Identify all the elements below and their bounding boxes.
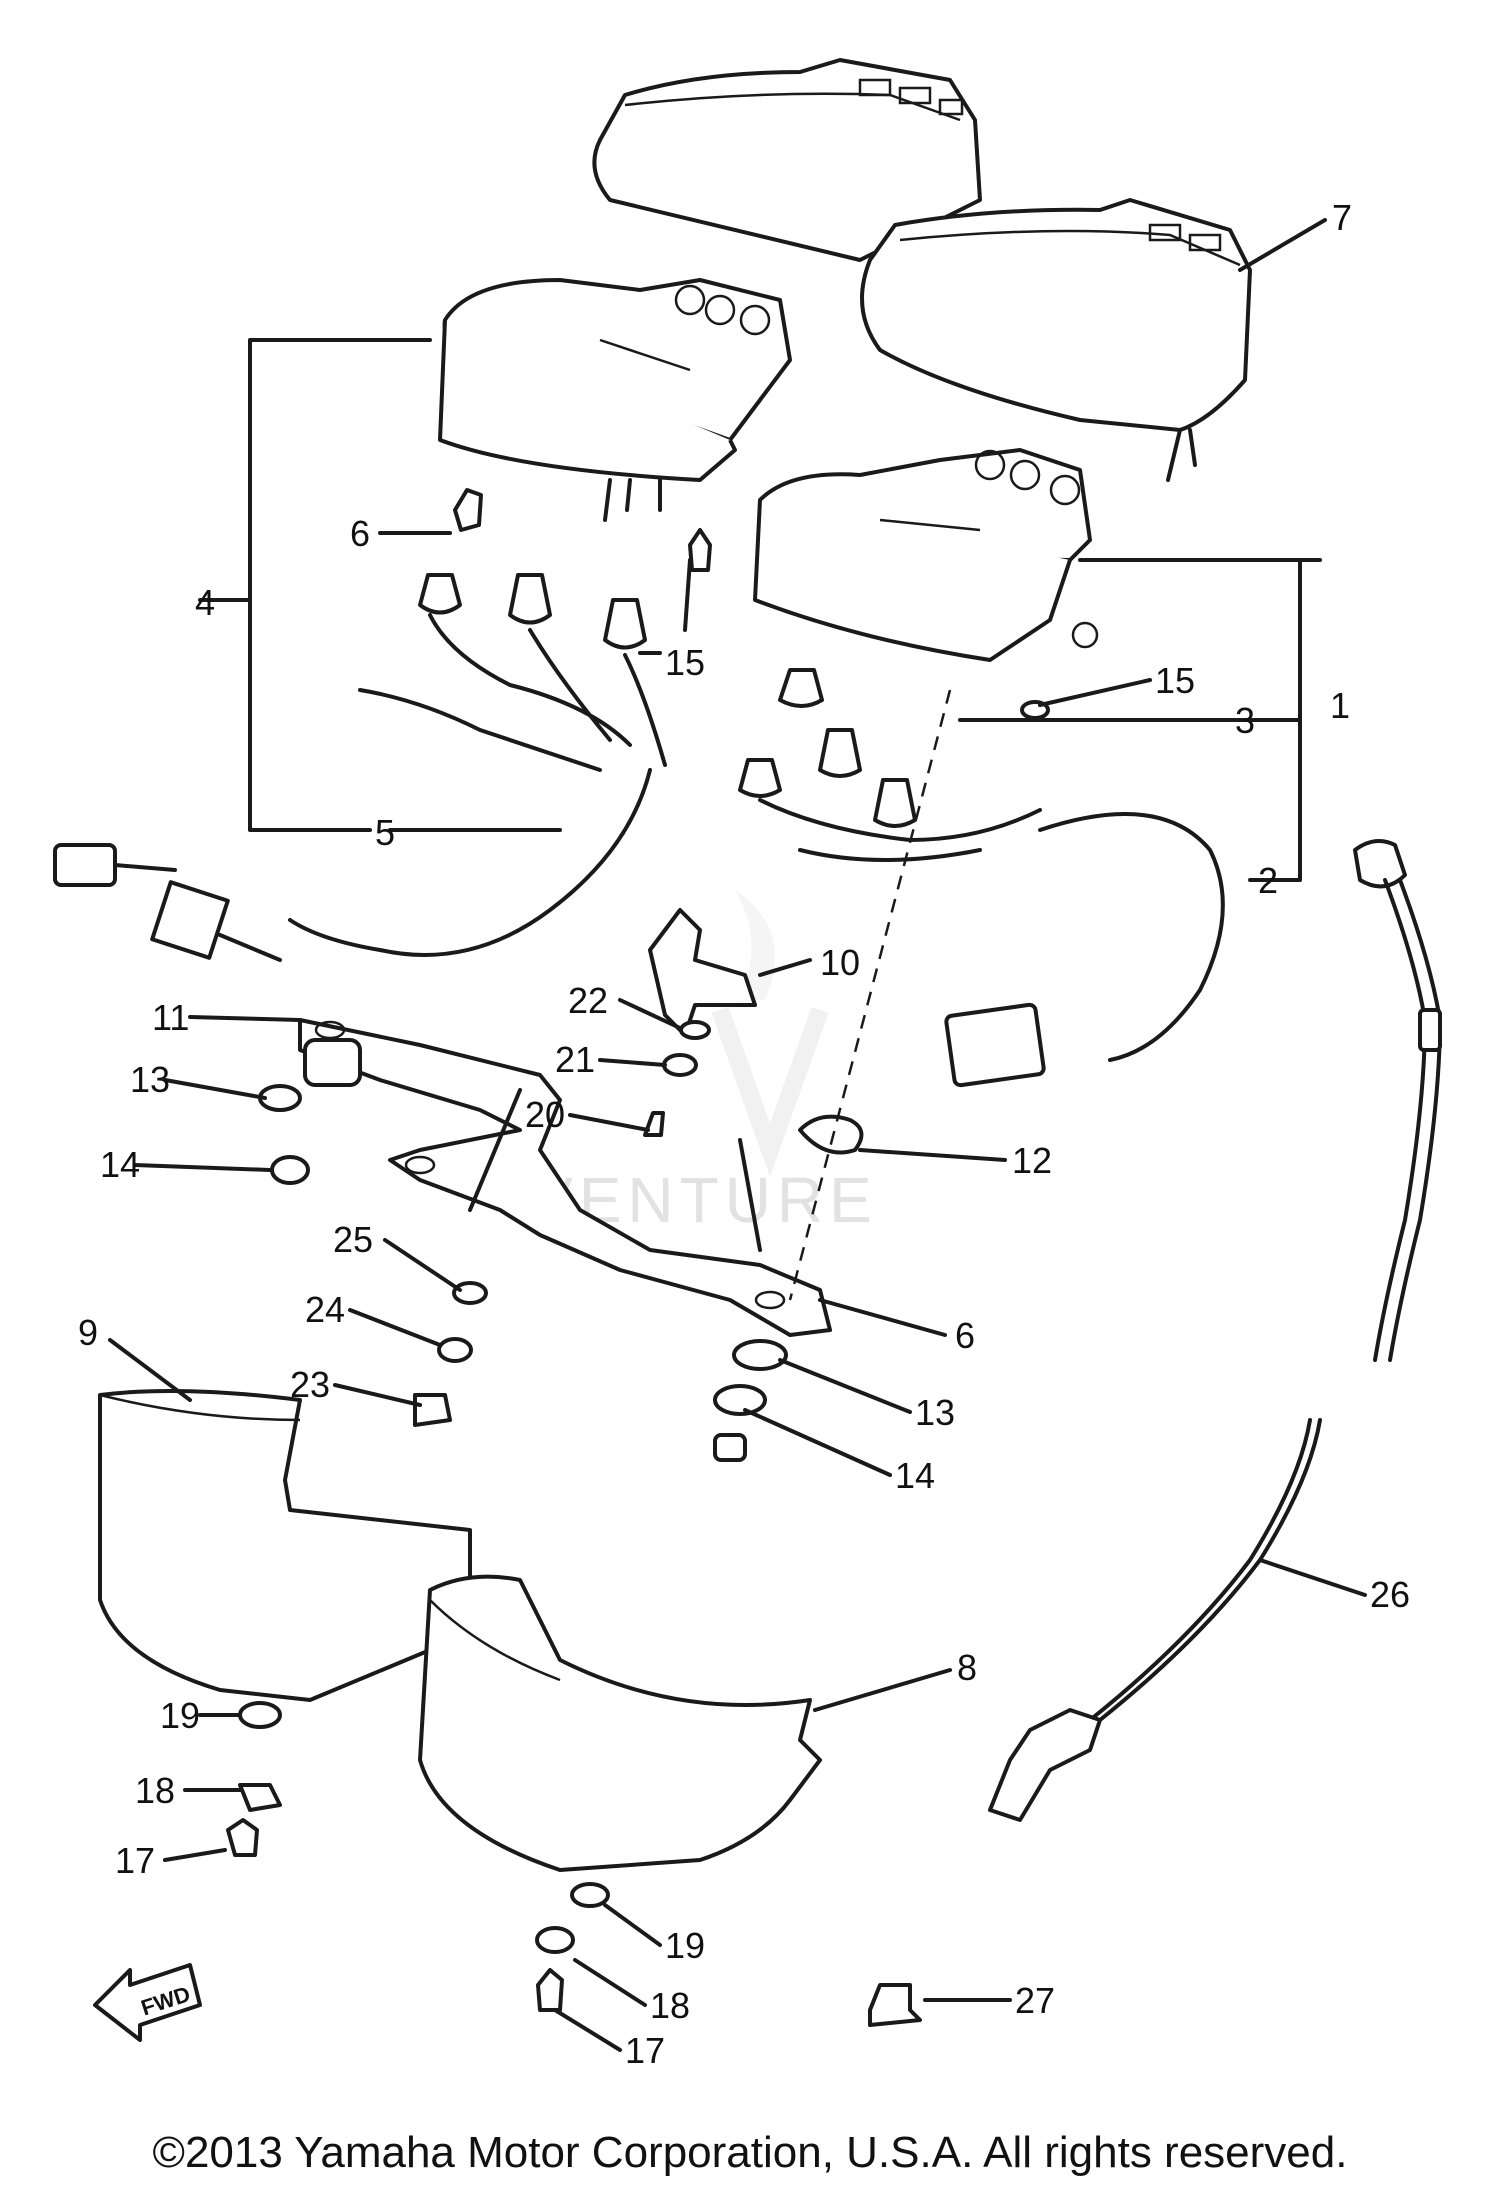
callout-12: 12 <box>1012 1140 1052 1181</box>
callout-24: 24 <box>305 1289 345 1330</box>
grommet-12 <box>798 1114 864 1155</box>
callout-5: 5 <box>375 812 395 853</box>
callout-17b: 17 <box>625 2030 665 2071</box>
bottom-cover-9 <box>98 1389 472 1702</box>
copyright-notice: ©2013 Yamaha Motor Corporation, U.S.A. A… <box>152 2128 1348 2177</box>
meter-assembly-right <box>753 448 1099 662</box>
meter-assembly-left <box>438 278 792 522</box>
callout-labels: 1 2 3 4 5 6 6 7 8 9 10 11 12 13 13 14 14… <box>78 197 1410 2071</box>
bracket-10 <box>648 908 757 1037</box>
callout-9: 9 <box>78 1312 98 1353</box>
callout-8: 8 <box>957 1647 977 1688</box>
callout-4: 4 <box>195 582 215 623</box>
callout-11: 11 <box>152 997 189 1038</box>
fwd-arrow-icon: FWD <box>93 1963 202 2042</box>
bulb-harness-left <box>53 488 667 962</box>
callout-22: 22 <box>568 980 608 1021</box>
leader-lines <box>108 218 1367 2052</box>
callout-6b: 6 <box>955 1315 975 1356</box>
callout-19: 19 <box>160 1695 200 1736</box>
small-hardware <box>226 528 1050 2027</box>
bottom-cover-8 <box>418 1574 822 1872</box>
callout-23: 23 <box>290 1364 330 1405</box>
watermark-logo <box>711 890 829 1177</box>
callout-18b: 18 <box>650 1985 690 2026</box>
callout-27: 27 <box>1015 1980 1055 2021</box>
callout-10: 10 <box>820 942 860 983</box>
callout-21: 21 <box>555 1039 595 1080</box>
callout-20: 20 <box>525 1094 565 1135</box>
callout-13: 13 <box>130 1059 170 1100</box>
speedometer-cable-26 <box>988 839 1442 1822</box>
meter-cover-upper <box>592 58 982 262</box>
callout-15: 15 <box>665 642 705 683</box>
callout-26: 26 <box>1370 1574 1410 1615</box>
callout-17: 17 <box>115 1840 155 1881</box>
callout-6: 6 <box>350 513 370 554</box>
callout-18: 18 <box>135 1770 175 1811</box>
callout-25: 25 <box>333 1219 373 1260</box>
callout-3: 3 <box>1235 700 1255 741</box>
callout-14b: 14 <box>895 1455 935 1496</box>
callout-14: 14 <box>100 1144 140 1185</box>
callout-19b: 19 <box>665 1925 705 1966</box>
callout-1: 1 <box>1330 685 1350 726</box>
meter-cover-7 <box>860 198 1252 482</box>
alignment-line <box>788 689 952 1301</box>
callout-7: 7 <box>1332 197 1352 238</box>
callout-13b: 13 <box>915 1392 955 1433</box>
grommet-11 <box>303 1038 362 1087</box>
bulb-harness-right <box>738 668 1225 1088</box>
callout-2: 2 <box>1258 860 1278 901</box>
callout-15b: 15 <box>1155 660 1195 701</box>
